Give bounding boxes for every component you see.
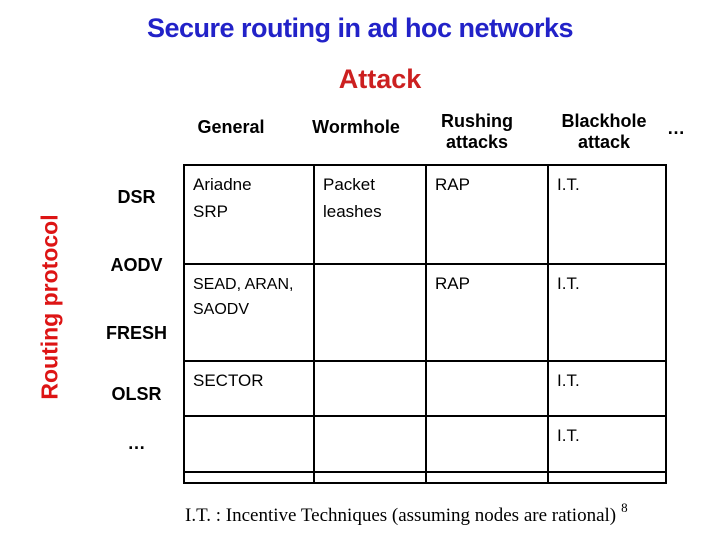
table-row-ellipsis (183, 470, 667, 485)
row-label-dsr: DSR (117, 187, 156, 207)
cell-aodv-rushing: RAP (425, 263, 549, 362)
row-label-olsr: OLSR (111, 384, 162, 404)
slide-title: Secure routing in ad hoc networks (146, 13, 574, 43)
footer-note-text: I.T. : Incentive Techniques (assuming no… (185, 505, 617, 526)
cell-aodv-general: SEAD, ARAN, SAODV (183, 263, 315, 362)
cell-dsr-wormhole: Packet leashes (313, 163, 427, 266)
cell-dsr-general: Ariadne SRP (183, 163, 315, 266)
attack-vs-protocol-table: Ariadne SRP Packet leashes RAP I.T. SEAD… (183, 163, 667, 485)
cell-fresh-rushing (425, 359, 549, 418)
table-row-aodv: SEAD, ARAN, SAODV RAP I.T. (183, 263, 667, 362)
cell-aodv-wormhole (313, 263, 427, 362)
cell-dsr-blackhole: I.T. (547, 163, 667, 266)
cell-fresh-wormhole (313, 359, 427, 418)
cell-fresh-blackhole: I.T. (547, 359, 667, 418)
cell-olsr-wormhole (313, 415, 427, 473)
table-row-olsr: I.T. (183, 415, 667, 473)
cell-ellipsis-blackhole (547, 470, 667, 485)
column-header-ellipsis: … (667, 118, 685, 138)
row-label-aodv: AODV (110, 255, 163, 275)
footer-note: I.T. : Incentive Techniques (assuming no… (185, 501, 628, 528)
cell-fresh-general: SECTOR (183, 359, 315, 418)
cell-aodv-blackhole: I.T. (547, 263, 667, 362)
cell-ellipsis-general (183, 470, 315, 485)
table-row-dsr: Ariadne SRP Packet leashes RAP I.T. (183, 163, 667, 266)
column-header-blackhole-attack: Blackhole attack (561, 111, 647, 152)
routing-protocol-axis-label: Routing protocol (36, 214, 63, 400)
cell-olsr-general (183, 415, 315, 473)
page-number: 8 (621, 499, 628, 515)
table-row-fresh: SECTOR I.T. (183, 359, 667, 418)
cell-olsr-blackhole: I.T. (547, 415, 667, 473)
column-header-wormhole: Wormhole (312, 117, 400, 137)
cell-dsr-rushing: RAP (425, 163, 549, 266)
row-label-fresh: FRESH (105, 323, 167, 343)
column-header-general: General (197, 117, 265, 137)
cell-ellipsis-rushing (425, 470, 549, 485)
cell-ellipsis-wormhole (313, 470, 427, 485)
attack-heading: Attack (338, 64, 422, 94)
cell-olsr-rushing (425, 415, 549, 473)
column-header-rushing-attacks: Rushing attacks (441, 111, 513, 152)
row-label-ellipsis: … (127, 433, 146, 453)
